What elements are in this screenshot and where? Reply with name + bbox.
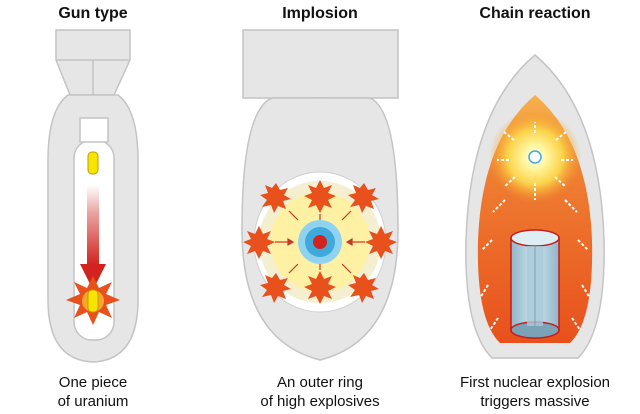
caption-line: First nuclear explosion (459, 374, 611, 391)
gun-bomb-icon (47, 29, 139, 363)
implosion-bomb-icon (241, 29, 399, 361)
caption-gun-type: One piece of uranium (28, 373, 158, 411)
caption-implosion: An outer ring of high explosives (245, 373, 395, 411)
caption-line: An outer ring (277, 374, 363, 391)
caption-line: One piece (58, 374, 128, 391)
panel-title-implosion: Implosion (282, 5, 358, 22)
panel-title-chain-reaction: Chain reaction (479, 5, 591, 22)
caption-chain-reaction: First nuclear explosion triggers massive (440, 373, 630, 411)
caption-line: triggers massive (480, 393, 590, 410)
caption-line: of uranium (57, 393, 129, 410)
chain-reaction-bomb-icon (465, 54, 605, 359)
caption-line: of high explosives (260, 393, 380, 410)
panel-title-gun-type: Gun type (58, 5, 128, 22)
